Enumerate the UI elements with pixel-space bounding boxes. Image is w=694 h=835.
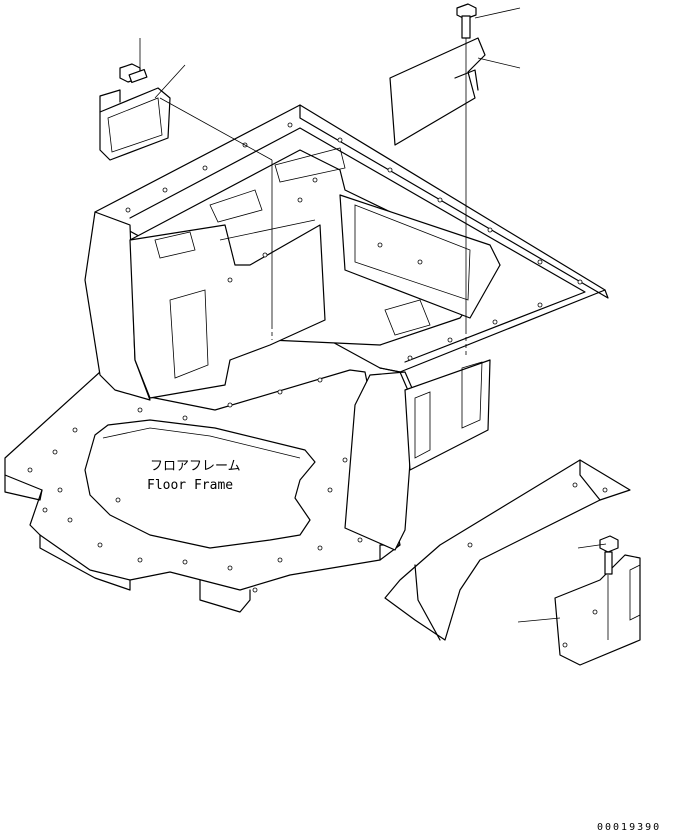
floor-plate <box>5 370 400 612</box>
leader-lines <box>140 8 606 622</box>
lower-duct-bracket <box>385 460 630 640</box>
part-name-en: Floor Frame <box>147 478 233 493</box>
cover-bolt <box>120 64 147 82</box>
floor-cutout <box>85 420 315 548</box>
main-frame <box>85 105 608 550</box>
assembly-center-lines <box>160 38 608 640</box>
floor-bolt-holes <box>28 378 362 592</box>
frame-bolt-holes <box>126 123 582 360</box>
top-bracket-bolt <box>457 4 476 38</box>
inspection-cover-plate <box>100 88 170 160</box>
lower-cover-box <box>555 555 640 665</box>
drawing-number: 00019390 <box>597 822 661 833</box>
top-bracket-plate <box>390 38 485 145</box>
part-name-jp: フロアフレーム <box>150 459 241 474</box>
lower-cover-bolt <box>600 536 618 574</box>
